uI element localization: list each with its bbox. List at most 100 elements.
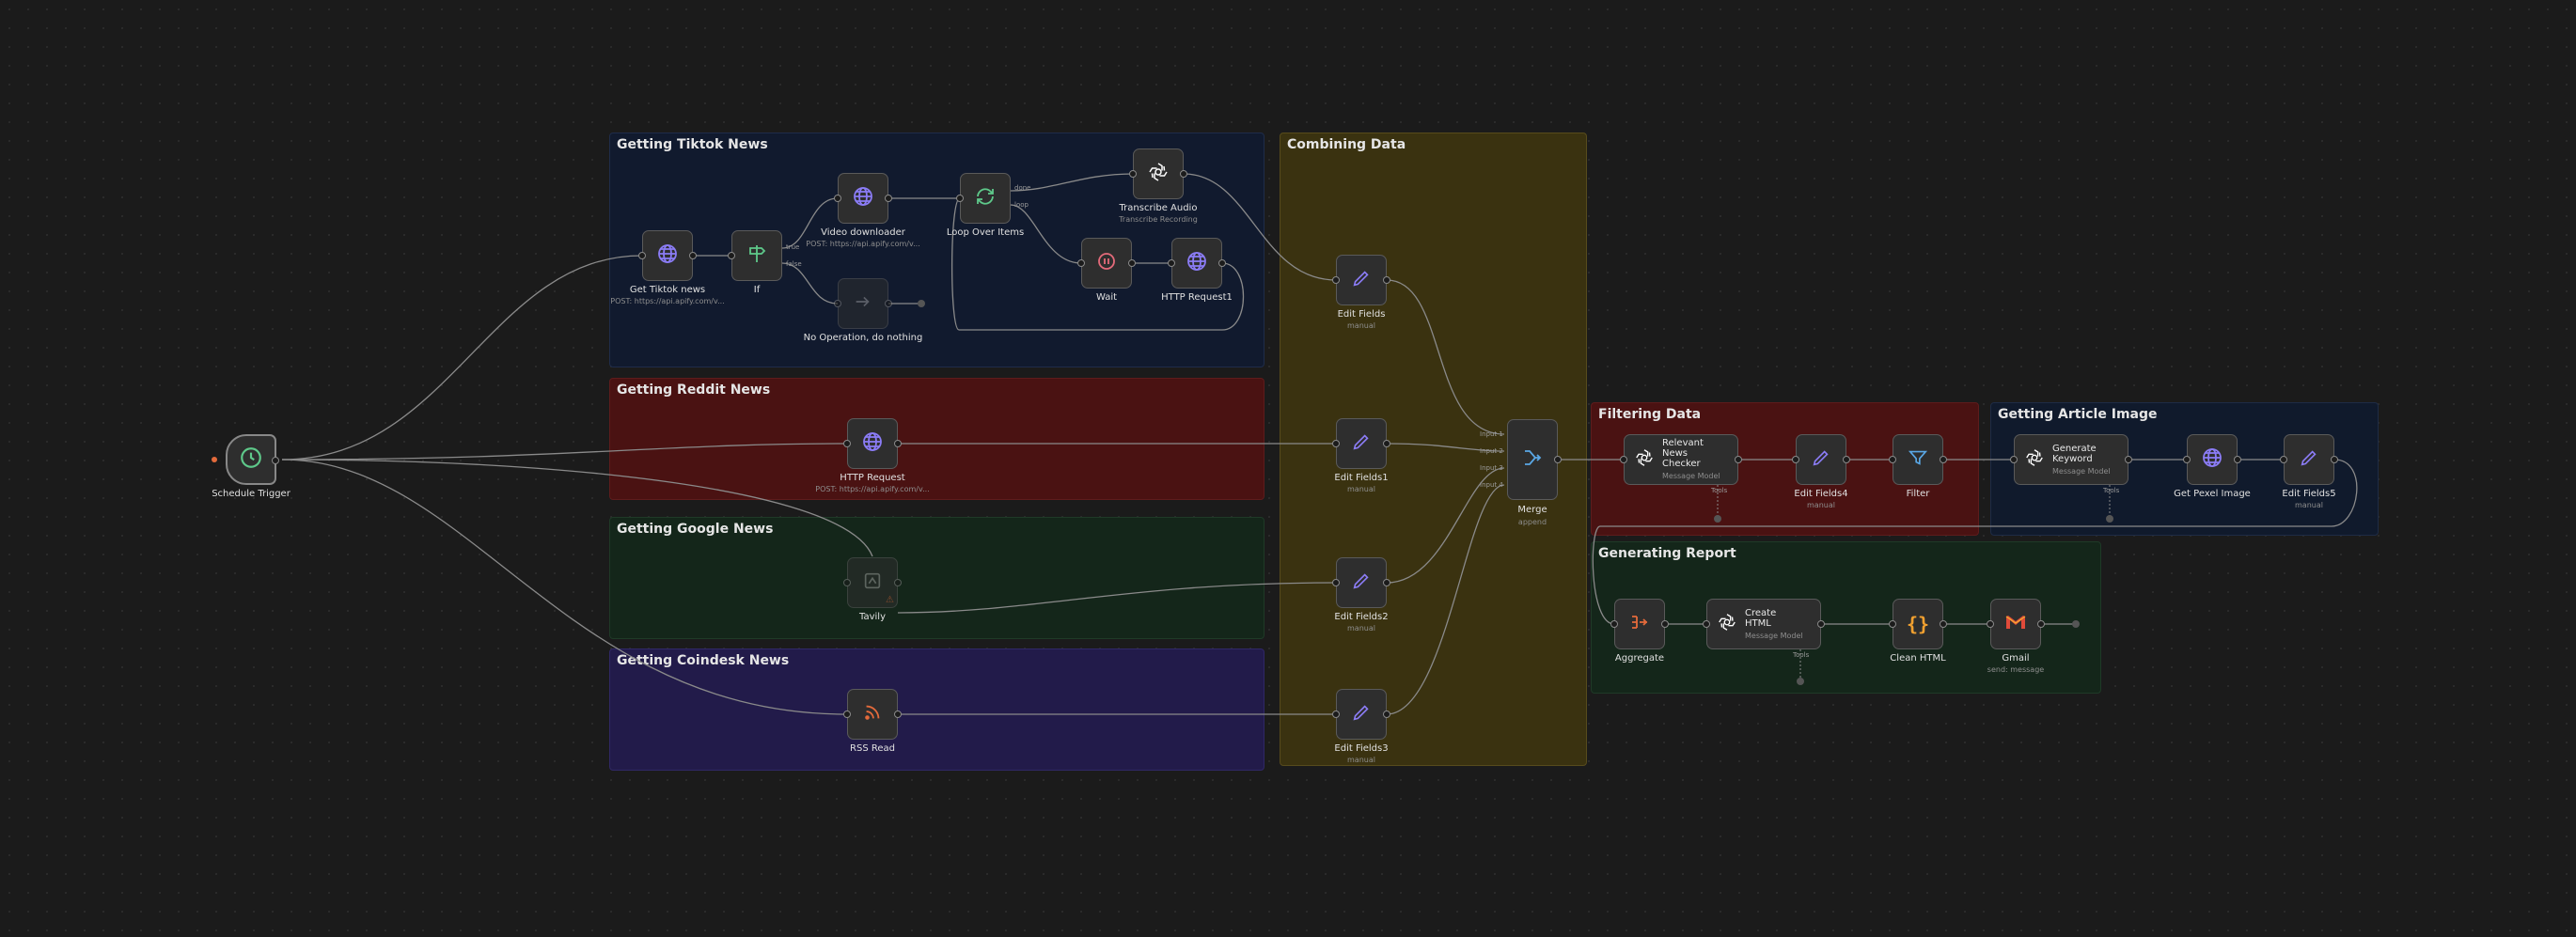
node-subtitle: POST: https://api.apify.com/v... <box>806 240 920 248</box>
output-port[interactable] <box>2125 456 2132 463</box>
node-tavily[interactable]: ⚠ <box>843 557 902 608</box>
node-filter[interactable] <box>1889 434 1947 485</box>
input-port[interactable] <box>2280 456 2287 463</box>
output-port[interactable] <box>2037 620 2045 628</box>
input-port[interactable] <box>843 711 851 718</box>
node-loop-over-items[interactable] <box>956 173 1011 224</box>
tools-label: Tools <box>1711 487 1728 494</box>
input-port[interactable] <box>1987 620 1994 628</box>
wire <box>281 459 848 715</box>
output-port[interactable] <box>1383 276 1390 284</box>
input-port[interactable] <box>1332 440 1340 447</box>
output-port[interactable] <box>885 300 892 307</box>
node-no-operation[interactable] <box>834 278 892 329</box>
wire <box>781 262 839 305</box>
node-rss-read[interactable] <box>843 689 902 740</box>
output-port[interactable] <box>2234 456 2241 463</box>
input-port[interactable] <box>1620 456 1627 463</box>
node-edit-fields5[interactable] <box>2280 434 2338 485</box>
openai-icon <box>1717 612 1737 636</box>
wire <box>781 197 839 249</box>
node-wait[interactable] <box>1077 238 1136 289</box>
section-coindesk[interactable]: Getting Coindesk News <box>609 648 1264 771</box>
pencil-icon <box>2299 447 2319 472</box>
output-port[interactable] <box>272 457 279 464</box>
node-get-pexel-image[interactable] <box>2183 434 2241 485</box>
output-port[interactable] <box>1383 440 1390 447</box>
node-subtitle: manual <box>2295 501 2323 509</box>
input-port[interactable] <box>956 195 964 202</box>
output-port[interactable] <box>1940 620 1947 628</box>
output-port[interactable] <box>1128 259 1136 267</box>
section-reddit[interactable]: Getting Reddit News <box>609 378 1264 500</box>
node-create-html[interactable]: Create HTML Message Model <box>1703 599 1825 649</box>
output-port[interactable] <box>894 440 902 447</box>
merge-input-label: Input 1 <box>1480 430 1503 438</box>
add-tool-button[interactable] <box>1714 515 1721 523</box>
input-port[interactable] <box>1129 170 1137 178</box>
node-http-request1[interactable] <box>1168 238 1226 289</box>
input-port[interactable] <box>1889 456 1896 463</box>
node-video-downloader[interactable] <box>834 173 892 224</box>
input-port[interactable] <box>834 195 841 202</box>
input-port[interactable] <box>1889 620 1896 628</box>
output-port[interactable] <box>1735 456 1742 463</box>
input-port[interactable] <box>728 252 735 259</box>
output-port[interactable] <box>1383 579 1390 586</box>
input-port[interactable] <box>638 252 646 259</box>
globe-icon <box>861 430 884 457</box>
output-port[interactable] <box>1661 620 1669 628</box>
node-clean-html[interactable]: {} <box>1889 599 1947 649</box>
node-schedule-trigger[interactable] <box>226 434 279 485</box>
input-port[interactable] <box>834 300 841 307</box>
output-port[interactable] <box>1940 456 1947 463</box>
output-port[interactable] <box>885 195 892 202</box>
output-port[interactable] <box>1383 711 1390 718</box>
input-port[interactable] <box>1332 711 1340 718</box>
input-port[interactable] <box>1610 620 1618 628</box>
add-node-button[interactable] <box>918 300 925 307</box>
node-get-tiktok-news[interactable] <box>638 230 697 281</box>
output-port[interactable] <box>1218 259 1226 267</box>
input-port[interactable] <box>2183 456 2191 463</box>
node-edit-fields4[interactable] <box>1792 434 1850 485</box>
add-tool-button[interactable] <box>1797 678 1804 685</box>
input-port[interactable] <box>843 579 851 586</box>
output-port[interactable] <box>894 711 902 718</box>
node-edit-fields3[interactable] <box>1332 689 1390 740</box>
node-transcribe-audio[interactable] <box>1129 148 1187 199</box>
node-if[interactable] <box>728 230 782 281</box>
output-port[interactable] <box>689 252 697 259</box>
node-edit-fields2[interactable] <box>1332 557 1390 608</box>
node-edit-fields1[interactable] <box>1332 418 1390 469</box>
input-port[interactable] <box>1077 259 1085 267</box>
output-port[interactable] <box>1843 456 1850 463</box>
node-label: If <box>753 285 761 295</box>
node-edit-fields[interactable] <box>1332 255 1390 305</box>
add-node-button[interactable] <box>2072 620 2080 628</box>
section-google[interactable]: Getting Google News <box>609 517 1264 639</box>
node-merge[interactable] <box>1507 419 1562 500</box>
input-port[interactable] <box>1703 620 1710 628</box>
input-port[interactable] <box>1332 276 1340 284</box>
node-aggregate[interactable] <box>1610 599 1669 649</box>
add-tool-button[interactable] <box>2106 515 2113 523</box>
node-generate-keyword[interactable]: Generate Keyword Message Model <box>2010 434 2132 485</box>
node-label: RSS Read <box>850 743 895 754</box>
node-http-request[interactable] <box>843 418 902 469</box>
input-port[interactable] <box>1332 579 1340 586</box>
output-port[interactable] <box>1554 456 1562 463</box>
output-port[interactable] <box>1817 620 1825 628</box>
input-port[interactable] <box>1168 259 1175 267</box>
node-relevant-news-checker[interactable]: Relevant News Checker Message Model <box>1620 434 1742 485</box>
input-port[interactable] <box>2010 456 2018 463</box>
output-port[interactable] <box>894 579 902 586</box>
output-port[interactable] <box>1180 170 1187 178</box>
input-port[interactable] <box>843 440 851 447</box>
input-port[interactable] <box>1792 456 1799 463</box>
node-label: Schedule Trigger <box>212 489 291 499</box>
node-gmail[interactable] <box>1987 599 2045 649</box>
output-port[interactable] <box>2331 456 2338 463</box>
